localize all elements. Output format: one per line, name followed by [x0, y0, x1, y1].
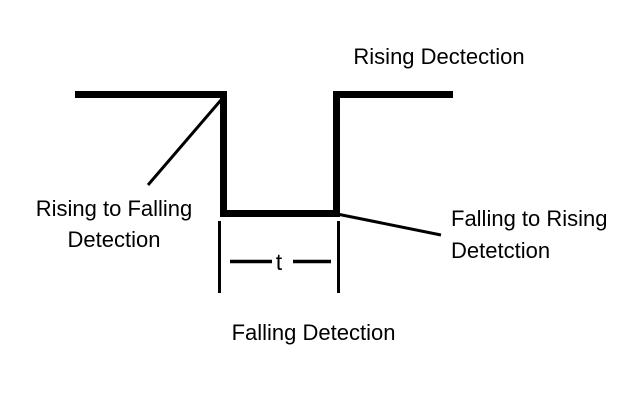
- falling-to-rising-label-line2: Detetction: [451, 238, 551, 263]
- falling-to-rising-label-line1: Falling to Rising: [451, 206, 608, 231]
- pulse-width-label: t: [275, 249, 283, 275]
- falling-detection-label: Falling Detection: [231, 320, 396, 345]
- rising-to-falling-detection-label: Rising to Falling Detection: [19, 193, 209, 255]
- rising-to-falling-label-line2: Detection: [67, 227, 161, 252]
- falling-to-rising-leader-line: [336, 212, 442, 237]
- falling-to-rising-detection-label: Falling to Rising Detetction: [451, 203, 630, 267]
- rising-to-falling-leader-line: [146, 99, 223, 186]
- pulse-waveform: [75, 91, 453, 217]
- rising-to-falling-label-line1: Rising to Falling: [35, 196, 193, 221]
- rising-detection-label: Rising Dectection: [353, 44, 525, 69]
